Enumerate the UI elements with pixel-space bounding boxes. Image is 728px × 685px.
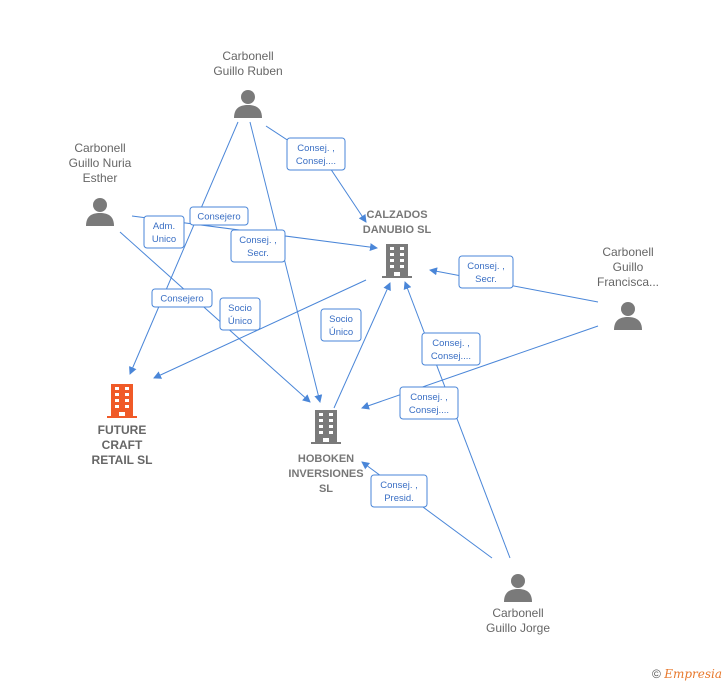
relation-text: Consej. ,	[239, 235, 277, 246]
person-name-line: Carbonell	[222, 49, 273, 63]
company-calzados[interactable]: CALZADOS DANUBIO SL	[363, 209, 432, 278]
company-name-line: RETAIL SL	[92, 453, 153, 467]
relation-text: Consejero	[197, 212, 240, 223]
relation-text: Único	[329, 327, 353, 338]
relation-box	[189, 206, 249, 226]
edge-ruben-future	[129, 121, 239, 375]
relation-box	[370, 474, 428, 508]
relation-text: Presid.	[384, 493, 414, 504]
relation-label-r5[interactable]: Consej. , Secr.	[458, 255, 514, 289]
company-name-line: CRAFT	[102, 438, 143, 452]
relation-label-r2[interactable]: Consejero	[189, 206, 249, 226]
person-name-line: Guillo Ruben	[213, 64, 282, 78]
relation-box	[286, 137, 346, 171]
person-name-line: Esther	[83, 171, 118, 185]
relation-text: Consej. ,	[410, 392, 448, 403]
relation-text: Socio	[228, 303, 252, 314]
relation-box	[421, 332, 481, 366]
person-icon	[614, 302, 642, 330]
edge-nuria-hoboken	[119, 231, 311, 403]
relation-text: Consej. ,	[297, 143, 335, 154]
relation-label-r4[interactable]: Consej. , Secr.	[230, 229, 286, 263]
relation-text: Consejero	[160, 294, 203, 305]
person-franc[interactable]: CarbonellGuilloFrancisca...	[597, 245, 659, 330]
building-icon	[382, 244, 412, 278]
relation-text: Consej. ,	[467, 261, 505, 272]
company-name-line: DANUBIO SL	[363, 224, 432, 236]
companies: CALZADOS DANUBIO SL HOBOKEN INVERSIONES SL FU…	[92, 209, 432, 495]
person-name-line: Guillo Jorge	[486, 621, 550, 635]
relation-box	[219, 297, 261, 331]
relation-text: Consej....	[431, 351, 471, 362]
company-name-line: SL	[319, 483, 333, 495]
building-icon	[107, 384, 137, 418]
relation-label-r6[interactable]: Consejero	[151, 288, 213, 308]
person-name-line: Guillo Nuria	[69, 156, 132, 170]
relation-box	[320, 308, 362, 342]
company-name-line: INVERSIONES	[288, 468, 363, 480]
edge-ruben-hoboken	[249, 121, 323, 403]
person-icon	[504, 574, 532, 602]
edge-jorge-calzados	[403, 281, 511, 559]
person-icon	[234, 90, 262, 118]
relation-box	[230, 229, 286, 263]
relation-text: Secr.	[475, 274, 497, 285]
relation-label-r10[interactable]: Consej. , Consej....	[399, 386, 459, 420]
relation-box	[143, 215, 185, 249]
relation-text: Secr.	[247, 248, 269, 259]
building-icon	[311, 410, 341, 444]
person-name-line: Guillo	[613, 260, 644, 274]
person-name-line: Carbonell	[74, 141, 125, 155]
relation-text: Consej. ,	[380, 480, 418, 491]
relation-box	[458, 255, 514, 289]
company-name-line: HOBOKEN	[298, 453, 354, 465]
brand-logo-text[interactable]: Empresia	[664, 667, 722, 681]
person-name-line: Francisca...	[597, 275, 659, 289]
relation-text: Socio	[329, 314, 353, 325]
copyright-symbol: ©	[652, 667, 661, 681]
relation-text: Adm.	[153, 221, 175, 232]
relation-text: Consej....	[409, 405, 449, 416]
relation-text: Consej. ,	[432, 338, 470, 349]
person-icon	[86, 198, 114, 226]
relation-text: Único	[228, 316, 252, 327]
footer: © Empresia	[652, 667, 722, 681]
company-name-line: FUTURE	[98, 423, 147, 437]
relation-label-r3[interactable]: Adm. Unico	[143, 215, 185, 249]
company-hoboken[interactable]: HOBOKEN INVERSIONES SL	[288, 410, 364, 495]
relation-box	[399, 386, 459, 420]
person-name-line: Carbonell	[602, 245, 653, 259]
relation-text: Consej....	[296, 156, 336, 167]
edge-hoboken-calzados	[333, 282, 391, 409]
company-name-line: CALZADOS	[366, 209, 427, 221]
relation-box	[151, 288, 213, 308]
edge-franc-calzados	[429, 267, 599, 303]
relation-label-r11[interactable]: Consej. , Presid.	[370, 474, 428, 508]
person-name-line: Carbonell	[492, 606, 543, 620]
relation-label-r1[interactable]: Consej. , Consej....	[286, 137, 346, 171]
relation-label-r9[interactable]: Consej. , Consej....	[421, 332, 481, 366]
relation-text: Unico	[152, 234, 176, 245]
